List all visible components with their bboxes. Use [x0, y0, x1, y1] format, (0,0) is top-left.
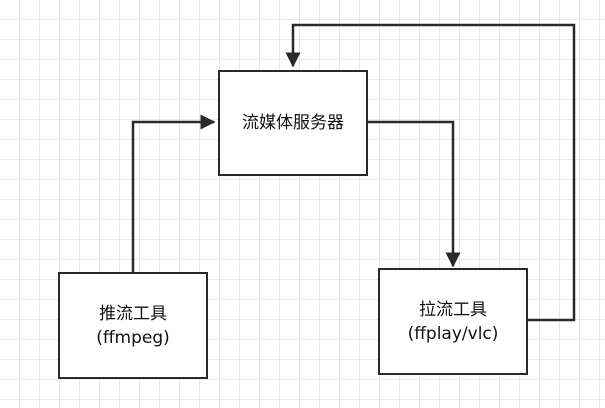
node-pull-tool-label: 拉流工具: [419, 299, 487, 320]
node-streaming-server-label: 流媒体服务器: [242, 113, 344, 133]
edge-push-to-server: [131, 114, 216, 272]
node-streaming-server: 流媒体服务器: [218, 70, 368, 176]
edge-pull-to-server: [285, 23, 576, 322]
edge-server-to-pull: [368, 120, 461, 268]
node-push-tool-sublabel: (ffmpeg): [96, 327, 170, 348]
node-pull-tool-sublabel: (ffplay/vlc): [407, 323, 499, 344]
node-push-tool: 推流工具 (ffmpeg): [58, 272, 208, 379]
node-push-tool-label: 推流工具: [99, 303, 167, 324]
node-pull-tool: 拉流工具 (ffplay/vlc): [378, 268, 528, 375]
